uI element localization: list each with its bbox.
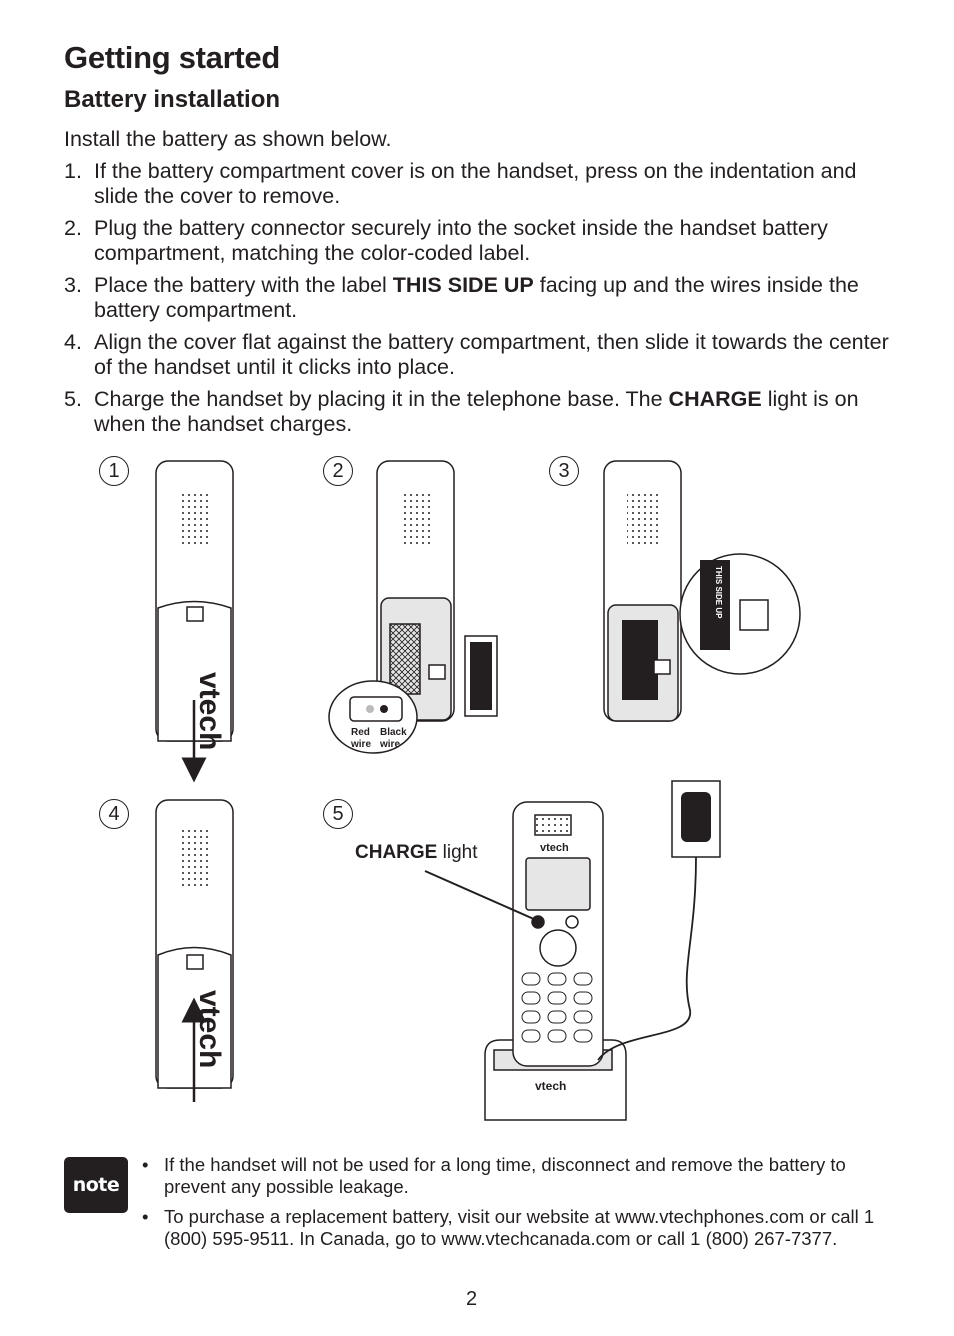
handset-step-1: vtech	[155, 460, 234, 783]
step-5: 5.Charge the handset by placing it in th…	[64, 387, 859, 436]
steps-list: 1.If the battery compartment cover is on…	[64, 159, 894, 444]
step-1: 1.If the battery compartment cover is on…	[64, 159, 857, 208]
page-number: 2	[466, 1288, 478, 1310]
vtech-logo: vtech	[193, 672, 226, 750]
handset-step-3	[603, 460, 801, 722]
step-marker-3: 3	[549, 456, 579, 486]
note-item: •If the handset will not be used for a l…	[142, 1154, 846, 1197]
step-3: 3.Place the battery with the label THIS …	[64, 273, 859, 322]
step-marker-4: 4	[99, 799, 129, 829]
page-title: Getting started	[64, 40, 280, 75]
step-marker-2: 2	[323, 456, 353, 486]
step-2: 2.Plug the battery connector securely in…	[64, 216, 828, 265]
handset-step-4: vtech	[155, 799, 234, 1102]
note-item: •To purchase a replacement battery, visi…	[142, 1206, 875, 1249]
section-heading: Battery installation	[64, 86, 281, 113]
note-list: •If the handset will not be used for a l…	[142, 1154, 882, 1258]
handset-in-base-step-5: vtech vtech	[424, 780, 721, 1121]
step-marker-5: 5	[323, 799, 353, 829]
charge-light-label: CHARGE light	[355, 842, 478, 863]
vtech-logo: vtech	[540, 842, 569, 854]
intro-text: Install the battery as shown below.	[64, 127, 392, 151]
step-marker-1: 1	[99, 456, 129, 486]
this-side-up-label: THIS SIDE UP	[714, 566, 723, 619]
vtech-logo: vtech	[535, 1079, 566, 1093]
step-4: 4.Align the cover flat against the batte…	[64, 330, 889, 379]
note-badge: note	[64, 1157, 128, 1213]
vtech-logo: vtech	[193, 990, 226, 1068]
handset-step-2	[328, 460, 498, 754]
